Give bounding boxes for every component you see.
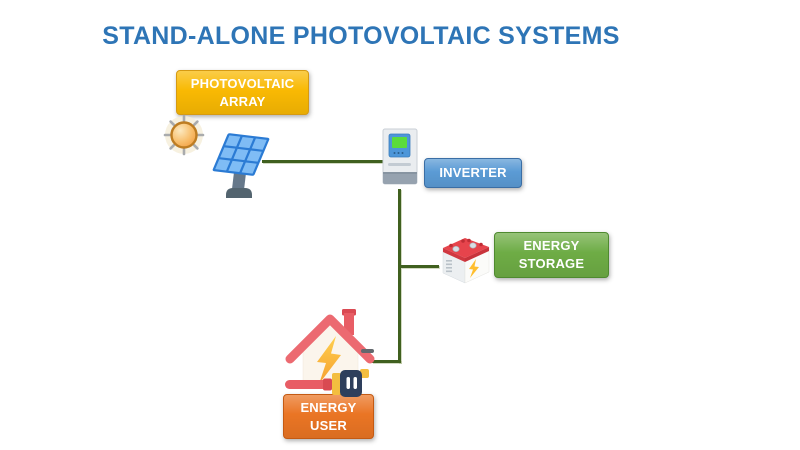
energy-storage-label-box: ENERGY STORAGE [494, 232, 609, 278]
solar-panel-icon [212, 133, 270, 198]
energy-user-label-box: ENERGY USER [283, 394, 374, 439]
connector-to-house [372, 360, 401, 363]
connector-inverter-down [398, 189, 401, 363]
inverter-icon [382, 128, 418, 185]
sun-icon [163, 114, 205, 156]
house-plug-icon [285, 309, 375, 397]
inverter-label-box: INVERTER [424, 158, 522, 188]
battery-icon [442, 238, 490, 284]
pv-array-label-box: PHOTOVOLTAIC ARRAY [176, 70, 309, 115]
house-connection-dash-icon [361, 349, 374, 353]
connector-to-battery [401, 265, 439, 268]
page-title: STAND-ALONE PHOTOVOLTAIC SYSTEMS [102, 22, 620, 50]
connector-panel-to-inverter [262, 160, 383, 163]
